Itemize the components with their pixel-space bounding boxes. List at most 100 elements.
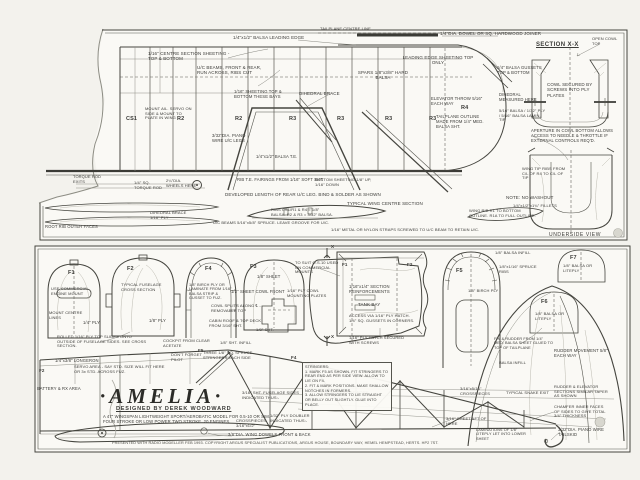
note-root-rib-faces: ROOT RIB OUTER FACES (45, 224, 98, 229)
rib-label-r2: R2 (235, 116, 243, 122)
section-marker-x-bottom: X (331, 334, 335, 339)
plan-description: A 47" WINGSPAN LIGHTWEIGHT SPORT/AEROBAT… (103, 414, 271, 425)
note-ply-doubler: 1/32" PLY DOUBLER INDICATED THUS:- (270, 413, 310, 423)
former-f2 (105, 254, 181, 337)
note-laminations: LAMINATIONS OF 1/8" LITEPLY LET INTO LOW… (476, 428, 527, 441)
note-rudder-elevator-sections: RUDDER & ELEVATOR SECTIONS SIMILAR TAPER… (554, 384, 608, 399)
former-f3 (243, 259, 305, 331)
note-cowl-splits: COWL SPLITS ALONG ℄ - REMOVABLE TOP (211, 303, 261, 313)
note-eighth-ply: 1/8" PLY (149, 318, 166, 323)
plan-title: ·AMELIA· (100, 384, 225, 408)
note-mount-centre-lines: MOUNT CENTRE LINES (49, 310, 83, 320)
marker-f5-sideview: F5 (198, 348, 204, 353)
note-torque-rod: 1/4" SQ. TORQUE ROD (134, 180, 163, 190)
note-pilot: DON'T FORGET PILOT (171, 352, 202, 362)
note-tip-ribs: WING TIP RIBS FROM C/L OF R4 TO C/L OF T… (522, 166, 566, 181)
rib-label-r3: R3 (337, 116, 345, 122)
note-dihedral-measured: DIHEDRAL MEASURED HERE (499, 92, 537, 102)
note-longeron: 1/4"x3/8" LONGERON (55, 358, 99, 363)
note-fillets: 1/4"x1/2"x1¾" FILLETS (513, 203, 557, 208)
rib-label-r4: R4 (461, 105, 469, 111)
cowl-section-xx (524, 42, 616, 134)
note-aileron-servo: MOUNT AIL. SERVO ON SIDE & MOUNT TO PLAT… (145, 106, 192, 121)
marker-f1-tankbay: F1 (342, 262, 348, 267)
note-dihedral-brace: DIHEDRAL BRACE (299, 91, 340, 96)
section-xx-title: SECTION X-X (536, 42, 579, 48)
note-centre-sheeting: 1/16" CENTRE SECTION SHEETING - TOP & BO… (148, 51, 230, 62)
note-f7-liteply: 1/8" BALSA OR LITEPLY (563, 263, 593, 273)
note-uc-straps: 1/16" METAL OR NYLON STRAPS SCREWED TO U… (331, 227, 480, 232)
tailplane-plan (318, 32, 513, 172)
note-dihedral-brace-ply: DIHEDRAL BRACE 1/16" PLY (150, 210, 187, 220)
former-label-f5: F5 (456, 268, 463, 274)
rib-label-r3: R3 (429, 116, 437, 122)
footer-credit: PRESENTED WITH RADIO MODELLER FEB 1993. … (112, 441, 439, 445)
former-label-f4: F4 (205, 266, 212, 272)
note-cowl-front: 1/2" SHEET COWL FRONT (231, 289, 285, 294)
note-f4-laminate: 1/8" BIRCH PLY OR LAMINATE FROM 1/16" BA… (189, 283, 232, 301)
note-quarter-ply: 1/4" PLY (83, 320, 100, 325)
note-leading-edge: 1/4"x1/2" BALSA LEADING EDGE (233, 35, 305, 40)
underside-view-title: UNDERSIDE VIEW (549, 232, 602, 238)
note-sheeting-bays: 1/16" SHEETING TOP & BOTTOM THESE BAYS (234, 89, 282, 99)
note-fin-rudder: FIN & RUDDER FROM 1/4" MED. BALSA SHEET … (494, 337, 554, 350)
note-uc-beams-run: U/C BEAMS, FRONT & REAR, RUN ACROSS, RIB… (197, 65, 262, 76)
note-tailplane-outline: TAILPLANE OUTLINE MADE FROM 1/4" MED. BA… (436, 114, 484, 129)
undercarriage-wire (76, 107, 453, 193)
note-chamfer-sides: CHAMFER INNER FACES OF SIDES TO GIVE TOT… (554, 404, 606, 419)
note-cowl-aperture: APERTURE IN COWL BOTTOM ALLOWS ACCESS TO… (531, 128, 614, 143)
note-balsa-infill-fin: BALSA INFILL (499, 360, 526, 365)
note-dowel-joiner: 1/4"DIA. DOWEL OR SQ. HARDWOOD JOINER (440, 31, 542, 36)
note-torque-rod-exits: TORQUE ROD EXITS (73, 174, 102, 184)
note-ribs-cut: RIBS CS1/R1 & R4 = 1/8" BALSA. R2 & R3 =… (271, 207, 334, 217)
note-spars: SPARS 1/8"x3/8" HARD BALSA (357, 70, 409, 81)
nose-cowl-side-view (308, 248, 423, 346)
note-typical-centre-section: TYPICAL WING CENTRE SECTION (347, 201, 423, 206)
torn-paper-edge (38, 28, 105, 203)
note-os10: TO SUIT O.S.10 USED ON COMMERCIAL MOUNTS (295, 260, 339, 275)
note-rolled-ply-top: ROLLED 1/16" PLY TOP SLIDES ONTO OUTSIDE… (57, 334, 147, 349)
note-cabin-roof: CABIN ROOF & TOP DECK FROM 3/16" SHT. (209, 318, 262, 328)
former-f4 (185, 257, 237, 338)
note-open-cowl-top: OPEN COWL TOP (592, 36, 618, 46)
note-le-sheeting: LEADING EDGE SHEETING TOP ONLY (402, 55, 474, 66)
note-tailplane-centre-line: TAILPLANE CENTRE LINE (320, 26, 371, 31)
note-snake-exit: TYPICAL SNAKE EXIT (506, 390, 549, 395)
note-no-washout: NOTE: NO WASHOUT (506, 195, 554, 200)
note-engine-mount: USE COMMERCIAL ENGINE MOUNT (51, 286, 89, 296)
note-servo-area: SERVO AREA - SAY STD. SIZE WILL FIT HERE… (74, 364, 165, 374)
note-eighth-sht: 1/8" SHT. (256, 327, 274, 332)
top-panel-drawing (38, 28, 628, 241)
note-uc-beams-spec: U/C BEAMS 5/16"x5/8" SPRUCE. LEAVE GROOV… (213, 220, 330, 225)
wing-tip-rib (466, 207, 544, 221)
marker-f2-tankbay: F2 (407, 262, 413, 267)
former-f1 (47, 259, 101, 339)
dihedral-brace-parts (44, 202, 220, 227)
engine-mount-bracket (261, 298, 297, 333)
note-crosspieces-rear: 3/16"x5/16" CROSSPIECES (460, 386, 490, 396)
rib-label-r3: R3 (385, 116, 393, 122)
note-bottom-sheeting: BOTTOM SHEETING 1/8" UP, 1/16" DOWN (315, 177, 372, 187)
note-uc-legs: 3/32"DIA. PIANO WIRE U/C LEGS (212, 133, 246, 143)
note-f6-liteply: 1/8" BALSA OR LITEPLY (535, 311, 565, 321)
note-spruce-ribs: 1/8"x1/16" SPRUCE RIBS (499, 264, 537, 274)
note-battery-rx: BATTERY & RX AREA (37, 386, 81, 391)
former-label-f2: F2 (127, 266, 134, 272)
note-developed-length: DEVELOPED LENGTH OF REAR U/C LEG. BIND &… (225, 192, 381, 197)
note-wing-dowels: 3/8"DIA. WING DOWELS FRONT & BACK (228, 432, 311, 437)
note-elevator-throw: ELEVATOR THROW 5/16" EACH WAY (431, 96, 483, 106)
note-hatch-screws: 1/16" PLY HATCH SECURED WITH SCREWS (349, 335, 405, 345)
note-tank-bay: TANK BAY (358, 302, 381, 307)
former-label-f6: F6 (541, 299, 548, 305)
rib-label-r3: R3 (289, 116, 297, 122)
logo-stamp-bottom (594, 416, 606, 428)
note-sheet-aft: 3/16" SHEET AFT OF HERE (446, 416, 487, 426)
note-balsa-gussets: 1/4" BALSA GUSSETS TOP & BOTTOM (497, 65, 542, 75)
note-tailskid: 3/32"DIA. PIANO WIRE TAILSKID (558, 427, 605, 437)
logo-stamp-top (613, 228, 623, 238)
note-rudder-movement: RUDDER MOVEMENT 5/8" EACH WAY (554, 348, 608, 358)
marker-f2-sideview: F2 (39, 368, 45, 373)
former-f6 (529, 291, 579, 334)
